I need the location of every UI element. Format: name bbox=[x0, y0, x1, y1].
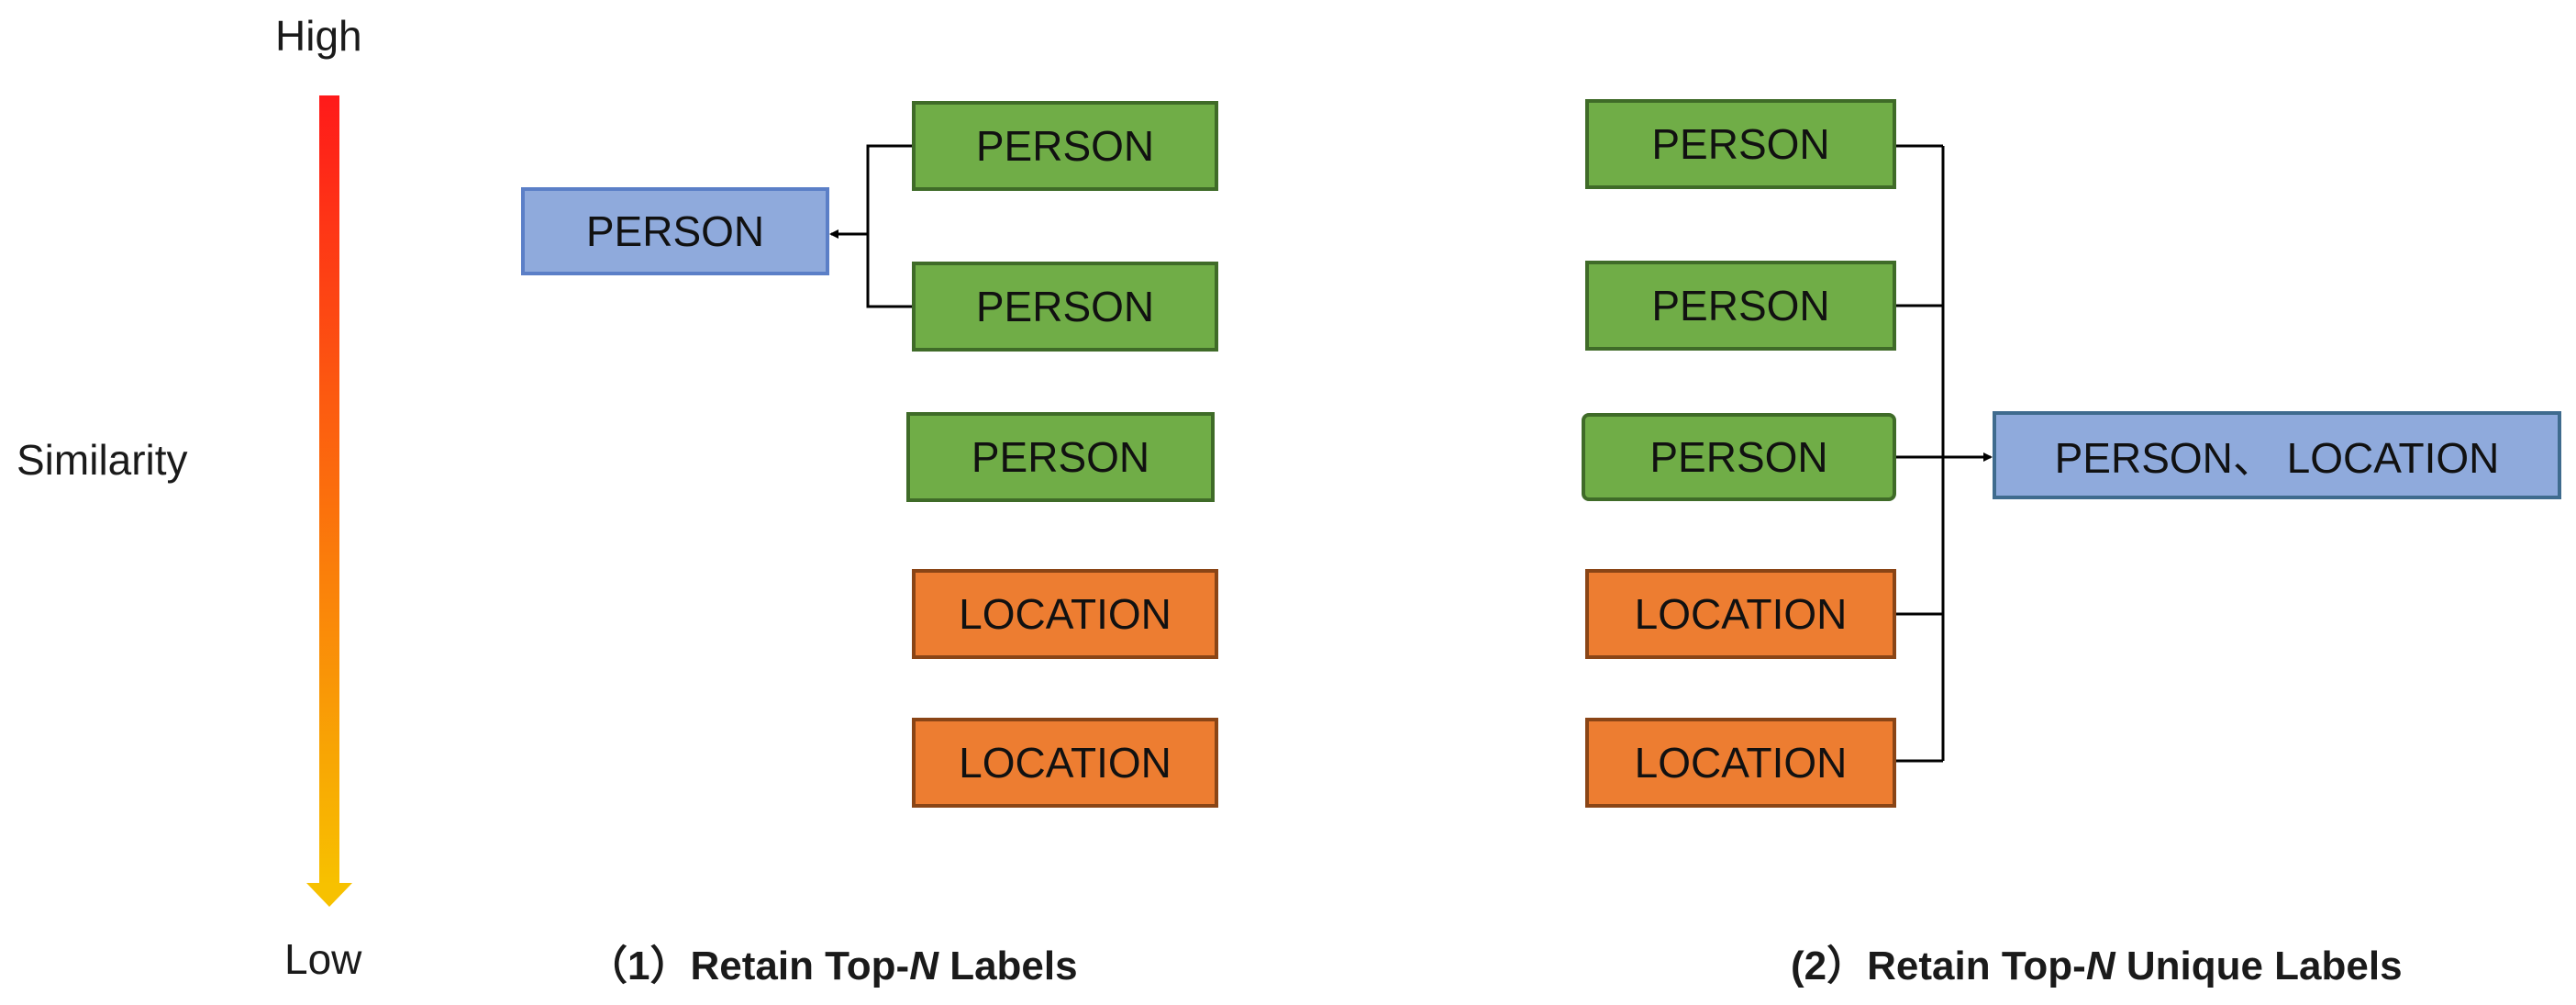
right-result-box: PERSON、 LOCATION bbox=[1993, 411, 2561, 499]
right-connector bbox=[1896, 144, 1993, 763]
right-candidate-3: PERSON bbox=[1582, 413, 1896, 501]
high-label: High bbox=[275, 12, 362, 60]
right-caption: (2）Retain Top-N Unique Labels bbox=[1791, 944, 2403, 988]
right-candidate-4: LOCATION bbox=[1585, 569, 1896, 659]
right-candidate-2: PERSON bbox=[1585, 261, 1896, 351]
similarity-gradient-bar bbox=[319, 95, 339, 885]
similarity-axis-title: Similarity bbox=[17, 436, 188, 484]
left-candidate-5: LOCATION bbox=[912, 718, 1218, 808]
low-label: Low bbox=[284, 935, 362, 983]
left-caption: （1）Retain Top-N Labels bbox=[587, 944, 1078, 988]
left-connector bbox=[829, 144, 912, 308]
left-result-box: PERSON bbox=[521, 187, 829, 275]
left-candidate-4: LOCATION bbox=[912, 569, 1218, 659]
left-candidate-2: PERSON bbox=[912, 262, 1218, 352]
right-candidate-1: PERSON bbox=[1585, 99, 1896, 189]
left-candidate-1: PERSON bbox=[912, 101, 1218, 191]
similarity-arrow-head bbox=[306, 883, 352, 907]
left-candidate-3: PERSON bbox=[906, 412, 1215, 502]
right-candidate-5: LOCATION bbox=[1585, 718, 1896, 808]
